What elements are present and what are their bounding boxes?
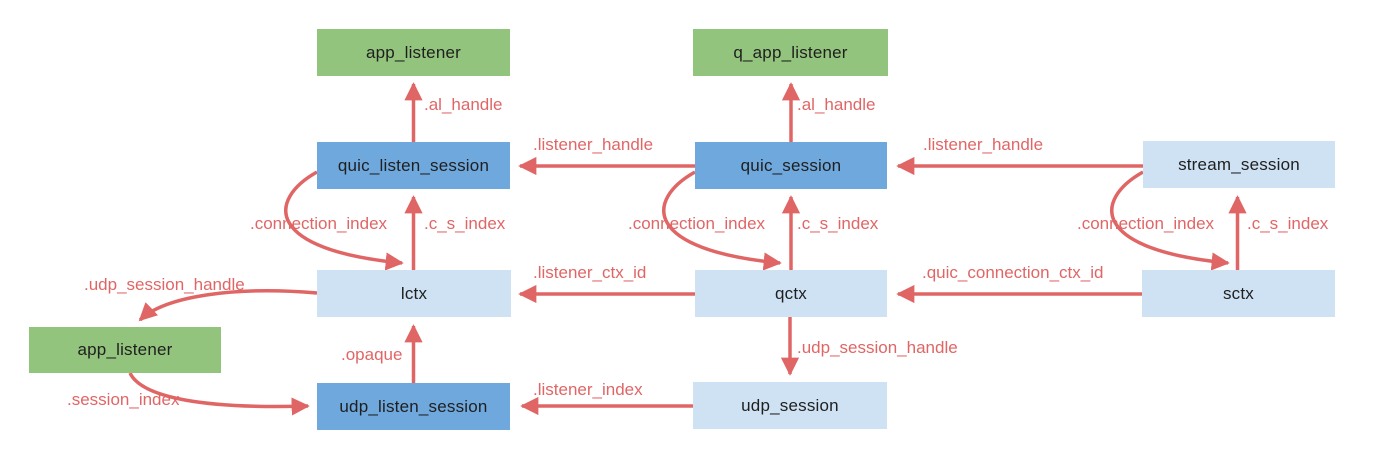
edge-label-listener-ctx-id: .listener_ctx_id	[533, 263, 647, 282]
edge-label-al-handle-left: .al_handle	[424, 95, 503, 114]
node-app-listener-left: app_listener	[29, 327, 221, 373]
node-app-listener-top: app_listener	[317, 29, 510, 76]
node-q-app-listener: q_app_listener	[693, 29, 888, 76]
edge-label-listener-handle-2: .listener_handle	[923, 135, 1044, 154]
edge-label-al-handle-mid: .al_handle	[797, 95, 876, 114]
node-udp-session: udp_session	[693, 382, 887, 429]
edge-label-c-s-index-left: .c_s_index	[424, 214, 506, 233]
edge-label-listener-index: .listener_index	[533, 380, 643, 399]
edge-label-quic-connection-ctx-id: .quic_connection_ctx_id	[922, 263, 1104, 282]
edge-label-udp-session-handle-curve: .udp_session_handle	[84, 275, 245, 294]
edge-label-c-s-index-right: .c_s_index	[1247, 214, 1329, 233]
edge-label-connection-index-mid: .connection_index	[628, 214, 766, 233]
node-qctx: qctx	[695, 270, 887, 317]
edge-label-udp-session-handle-down: .udp_session_handle	[797, 338, 958, 357]
node-lctx: lctx	[317, 270, 511, 317]
edge-label-connection-index-right: .connection_index	[1077, 214, 1215, 233]
arrow-connection-index-mid	[662, 170, 782, 271]
edge-label-listener-handle-1: .listener_handle	[533, 135, 654, 154]
node-quic-session: quic_session	[695, 142, 887, 189]
node-quic-listen-session: quic_listen_session	[317, 142, 510, 189]
edge-label-connection-index-left: .connection_index	[250, 214, 388, 233]
edge-label-session-index: .session_index	[67, 390, 180, 409]
edge-label-c-s-index-mid: .c_s_index	[797, 214, 879, 233]
arrow-udp-session-handle-curve	[138, 289, 318, 322]
edge-label-opaque: .opaque	[341, 345, 403, 364]
arrow-connection-index-left	[284, 170, 404, 271]
arrow-connection-index-right	[1110, 170, 1230, 271]
node-stream-session: stream_session	[1143, 141, 1335, 188]
arrow-session-index	[128, 372, 310, 416]
node-sctx: sctx	[1142, 270, 1335, 317]
node-udp-listen-session: udp_listen_session	[317, 383, 510, 430]
